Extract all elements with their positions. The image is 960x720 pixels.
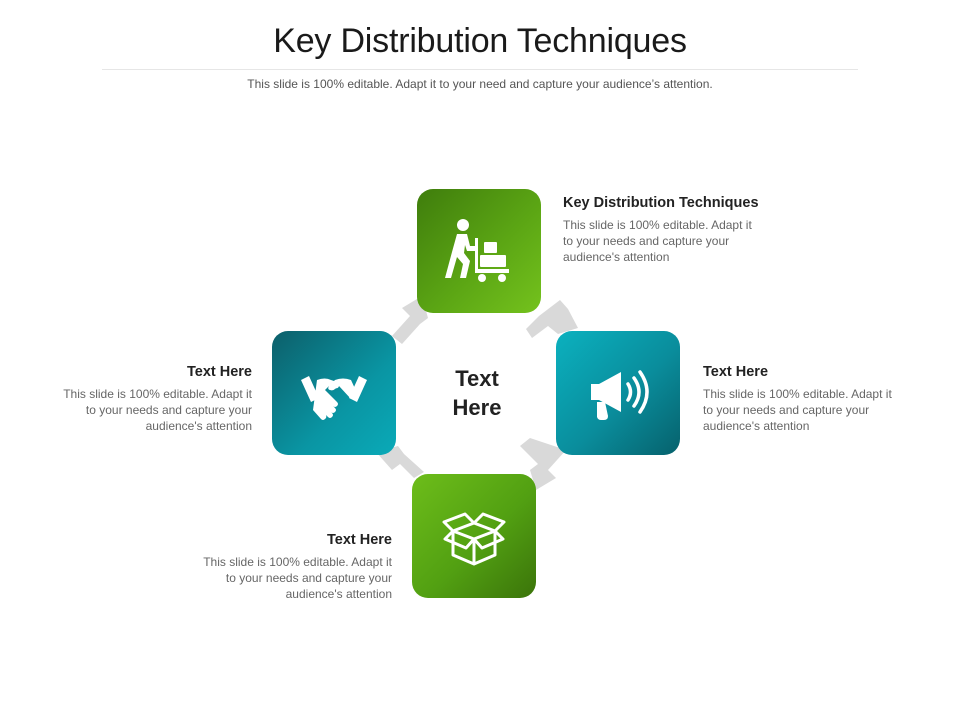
handshake-icon — [301, 376, 367, 420]
center-label-line-2: Here — [452, 395, 502, 420]
text-block-left: Text Here This slide is 100% editable. A… — [37, 364, 252, 434]
tile-right — [556, 331, 680, 455]
block-bottom-line-3: audience's attention — [285, 587, 392, 601]
block-top-line-2: to your needs and capture your — [563, 234, 730, 248]
block-bottom-body: This slide is 100% editable. Adapt it to… — [177, 554, 392, 602]
slide-subtitle: This slide is 100% editable. Adapt it to… — [247, 77, 713, 91]
block-bottom-line-2: to your needs and capture your — [225, 571, 392, 585]
tile-left — [272, 331, 396, 455]
arrow-left-to-top — [392, 296, 428, 344]
arrow-right-to-bottom — [520, 438, 566, 490]
text-block-top: Key Distribution Techniques This slide i… — [563, 195, 778, 265]
block-left-line-3: audience's attention — [145, 419, 252, 433]
center-label: Text Here — [427, 364, 527, 422]
block-top-heading: Key Distribution Techniques — [563, 195, 759, 211]
block-bottom-heading: Text Here — [326, 532, 392, 548]
block-bottom-line-1: This slide is 100% editable. Adapt it — [203, 555, 392, 569]
slide-title: Key Distribution Techniques — [273, 22, 687, 60]
delivery-cart-icon — [445, 219, 509, 282]
block-left-body: This slide is 100% editable. Adapt it to… — [37, 386, 252, 434]
open-box-icon — [442, 512, 506, 566]
block-right-heading: Text Here — [703, 364, 769, 380]
title-divider — [102, 69, 858, 70]
block-top-line-3: audience's attention — [563, 250, 670, 264]
block-right-line-3: audience's attention — [703, 419, 810, 433]
arrow-top-to-right — [526, 300, 578, 338]
megaphone-icon — [591, 370, 649, 420]
block-top-body: This slide is 100% editable. Adapt it to… — [563, 217, 778, 265]
tile-top — [417, 189, 541, 313]
block-left-line-2: to your needs and capture your — [85, 403, 252, 417]
text-block-right: Text Here This slide is 100% editable. A… — [703, 364, 918, 434]
block-left-heading: Text Here — [186, 364, 252, 380]
block-right-line-1: This slide is 100% editable. Adapt it — [703, 387, 892, 401]
block-top-line-1: This slide is 100% editable. Adapt it — [563, 218, 752, 232]
tile-bottom — [412, 474, 536, 598]
block-right-line-2: to your needs and capture your — [703, 403, 870, 417]
text-block-bottom: Text Here This slide is 100% editable. A… — [177, 532, 392, 602]
arrow-bottom-to-left — [376, 446, 424, 482]
center-label-line-1: Text — [455, 366, 499, 391]
block-left-line-1: This slide is 100% editable. Adapt it — [63, 387, 252, 401]
block-right-body: This slide is 100% editable. Adapt it to… — [703, 386, 918, 434]
